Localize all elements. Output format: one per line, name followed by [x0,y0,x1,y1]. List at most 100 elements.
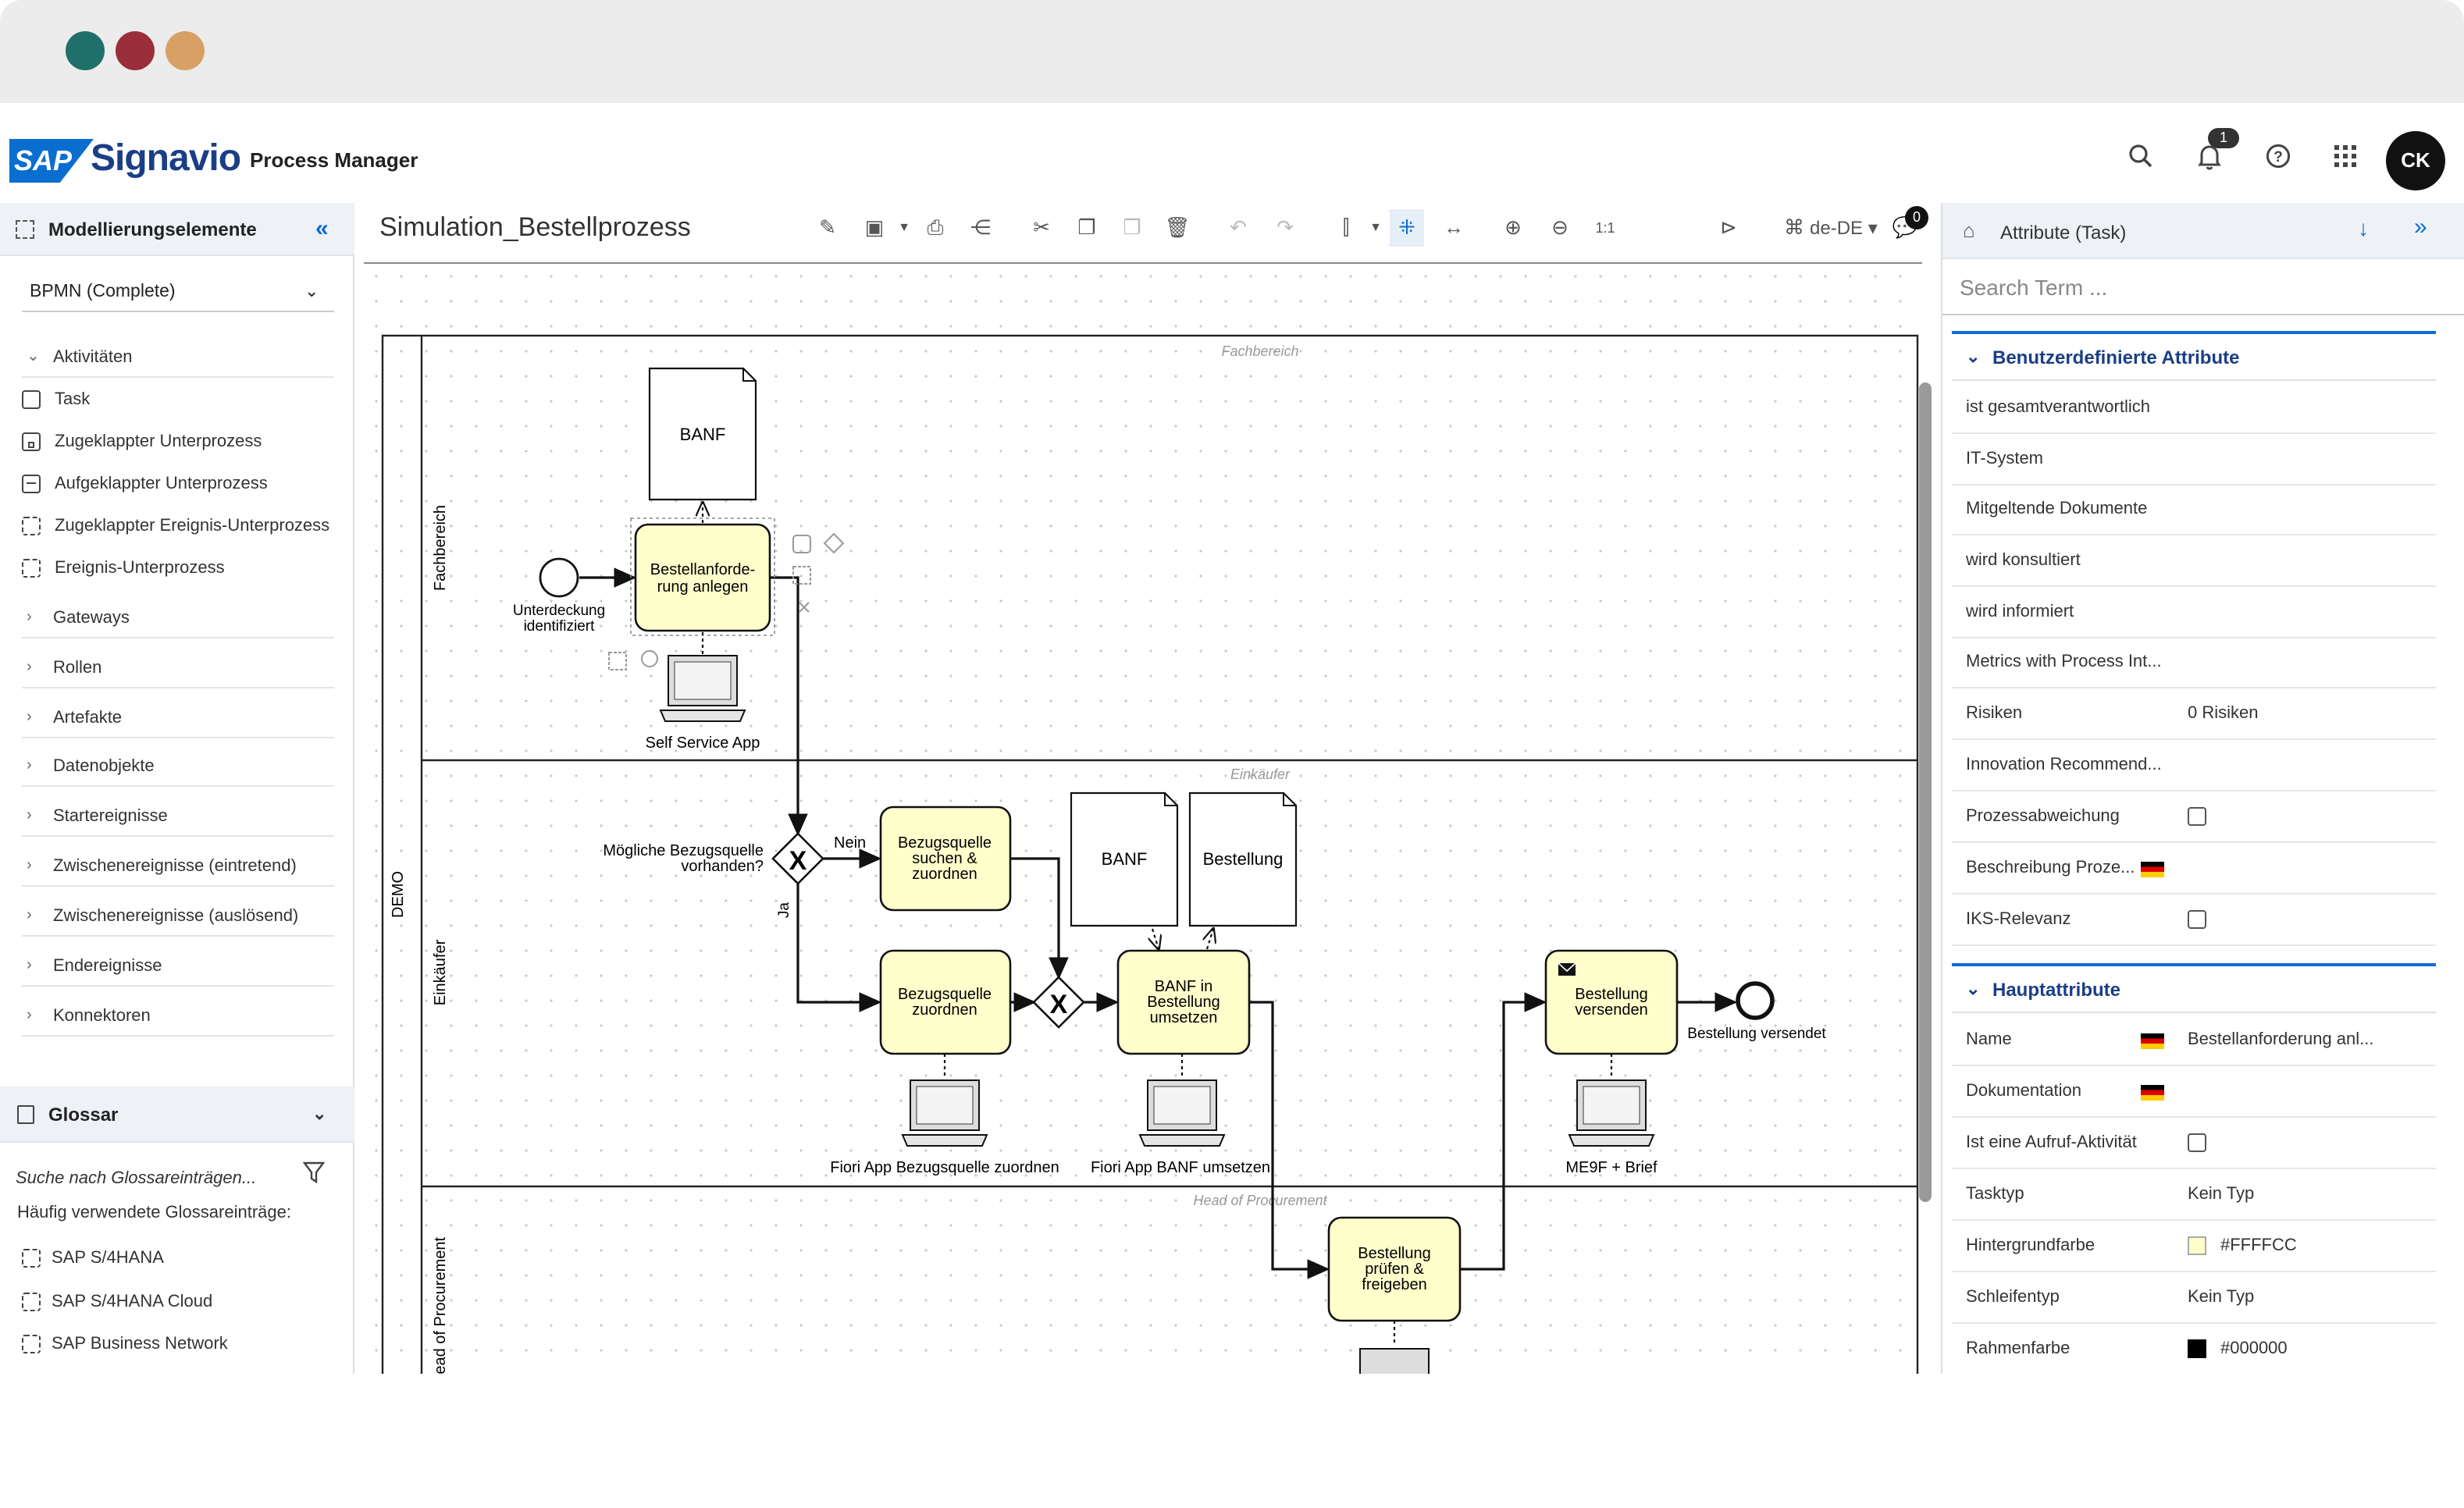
attribute-search-input[interactable]: Search Term ... [1942,259,2464,315]
add-comment-icon[interactable] [642,651,657,667]
task-label: versenden [1575,1001,1647,1019]
data-object-bestellung[interactable]: Bestellung [1190,793,1296,926]
task-bestellung-versenden[interactable]: Bestellung versenden [1546,951,1677,1054]
gateway-xor-1[interactable]: X Mögliche Bezugsquelle vorhanden? Nein … [603,834,866,918]
attributes-title: Attribute (Task) [2000,222,2126,244]
attr-row-iks-relevanz[interactable]: IKS-Relevanz [1952,894,2436,946]
gateway-label: vorhanden? [681,858,764,875]
attr-row-innovation[interactable]: Innovation Recommend... [1952,740,2436,791]
task-label: Bestellung [1358,1245,1430,1262]
attr-value: Kein Typ [2188,1169,2254,1221]
it-system-me9f[interactable]: ME9F + Brief [1565,1080,1658,1176]
task-label: Bestellanforde- [650,561,756,578]
attr-row-hintergrundfarbe[interactable]: Hintergrundfarbe #FFFFCC [1952,1221,2436,1272]
attr-label: Metrics with Process Int... [1966,653,2162,671]
prozessabweichung-checkbox[interactable] [2188,807,2206,826]
it-system-label: Fiori App BANF umsetzen [1091,1159,1270,1176]
attr-value: Kein Typ [2188,1272,2254,1324]
iks-relevanz-checkbox[interactable] [2188,910,2206,929]
attr-row-rahmenfarbe[interactable]: Rahmenfarbe #000000 [1952,1324,2436,1375]
xor-icon: X [1050,990,1068,1019]
add-subprocess-icon[interactable] [793,567,810,584]
attr-value: 0 Risiken [2188,688,2259,740]
attr-label: Mitgeltende Dokumente [1966,500,2147,518]
pool-label: DEMO [390,871,407,918]
attr-label: Name [1966,1030,2012,1049]
attr-row-konsultiert[interactable]: wird konsultiert [1952,535,2436,587]
attr-label: Dokumentation [1966,1082,2081,1101]
task-bestellung-pruefen[interactable]: Bestellung prüfen & freigeben [1329,1218,1460,1321]
color-swatch[interactable] [2188,1236,2206,1255]
attr-row-risiken[interactable]: Risiken0 Risiken [1952,688,2436,740]
it-system-label: ME9F + Brief [1565,1159,1658,1176]
attr-label: Tasktyp [1966,1185,2024,1204]
collapse-right-icon[interactable]: » [2414,214,2427,240]
gateway-xor-2[interactable]: X [1034,977,1084,1027]
end-event[interactable]: Bestellung versendet [1687,983,1826,1042]
it-system-fiori-banf[interactable]: Fiori App BANF umsetzen [1091,1080,1270,1176]
attr-row-it-system[interactable]: IT-System [1952,434,2436,485]
attr-row-schleifentyp[interactable]: Schleifentyp Kein Typ [1952,1272,2436,1324]
attr-row-informiert[interactable]: wird informiert [1952,587,2436,638]
flow-label-no: Nein [834,834,866,852]
sort-down-icon[interactable]: ↓ [2358,215,2369,240]
attr-label: wird informiert [1966,603,2074,621]
task-banf-umsetzen[interactable]: BANF in Bestellung umsetzen [1118,951,1249,1054]
lane-watermark: Head of Procurement [1193,1193,1327,1208]
start-event[interactable]: Unterdeckung identifiziert [513,559,605,635]
add-gateway-icon[interactable] [824,534,843,553]
task-bezugsquelle-suchen[interactable]: Bezugsquelle suchen & zuordnen [881,807,1010,910]
page-bottom [0,1374,2464,1508]
lane-label: Fachbereich [432,505,449,591]
attr-label: Ist eine Aufruf-Aktivität [1966,1133,2137,1152]
attr-row-metrics[interactable]: Metrics with Process Int... [1952,637,2436,688]
lane-head-of-procurement[interactable]: Head of Procurement Head of Procurement [432,1193,1328,1385]
attr-value: #FFFFCC [2220,1221,2297,1272]
color-swatch[interactable] [2188,1339,2206,1358]
custom-attributes-section[interactable]: ⌄ Benutzerdefinierte Attribute [1952,331,2436,381]
task-label: umsetzen [1150,1009,1218,1026]
attr-value: #000000 [2220,1324,2288,1375]
attr-row-beschreibung[interactable]: Beschreibung Proze... [1952,843,2436,894]
attr-row-mitgeltende-dokumente[interactable]: Mitgeltende Dokumente [1952,484,2436,535]
task-bestellanforderung-anlegen[interactable]: Bestellanforde- rung anlegen [631,518,774,635]
it-system-fiori-bezugsquelle[interactable]: Fiori App Bezugsquelle zuordnen [830,1080,1059,1176]
aufruf-aktivitaet-checkbox[interactable] [2188,1133,2206,1152]
add-task-icon[interactable] [793,535,810,553]
attr-row-dokumentation[interactable]: Dokumentation [1952,1066,2436,1118]
attr-label: ist gesamtverantwortlich [1966,398,2150,417]
data-object-label: Bestellung [1203,849,1284,869]
lane-label: Einkäufer [432,939,449,1005]
attr-row-name[interactable]: NameBestellanforderung anl... [1952,1015,2436,1066]
task-label: suchen & [912,850,977,867]
attr-label: IKS-Relevanz [1966,910,2071,929]
main-attributes-section[interactable]: ⌄ Hauptattribute [1952,963,2436,1013]
data-object-banf-1[interactable]: BANF [650,368,756,500]
task-label: Bezugsquelle [898,986,992,1003]
attr-label: Schleifentyp [1966,1288,2060,1307]
flow-label-yes: Ja [776,902,792,919]
section-title: Hauptattribute [1992,979,2120,1001]
attr-row-prozessabweichung[interactable]: Prozessabweichung [1952,791,2436,843]
it-system-self-service[interactable]: Self Service App [646,656,760,752]
task-bezugsquelle-zuordnen[interactable]: Bezugsquelle zuordnen [881,951,1010,1054]
it-system-label: Self Service App [646,734,760,752]
german-flag-icon [2141,1033,2164,1049]
attr-row-gesamtverantwortlich[interactable]: ist gesamtverantwortlich [1952,382,2436,434]
tag-icon: ⌂ [1963,219,1975,242]
lane-watermark: Einkäufer [1230,766,1291,782]
data-object-banf-2[interactable]: BANF [1071,793,1177,926]
add-element-icon[interactable] [609,653,626,670]
attr-row-tasktyp[interactable]: Tasktyp Kein Typ [1952,1169,2436,1221]
attr-label: IT-System [1966,450,2043,468]
attr-row-aufruf-aktivitaet[interactable]: Ist eine Aufruf-Aktivität [1952,1118,2436,1169]
attr-label: Hintergrundfarbe [1966,1236,2095,1255]
gateway-label: Mögliche Bezugsquelle [603,842,764,859]
event-label: identifiziert [524,618,596,635]
attr-label: Beschreibung Proze... [1966,859,2135,877]
xor-icon: X [789,846,807,876]
event-label: Unterdeckung [513,603,605,619]
attr-label: Rahmenfarbe [1966,1339,2070,1358]
task-label: zuordnen [912,866,977,883]
morph-icon[interactable] [799,603,809,612]
